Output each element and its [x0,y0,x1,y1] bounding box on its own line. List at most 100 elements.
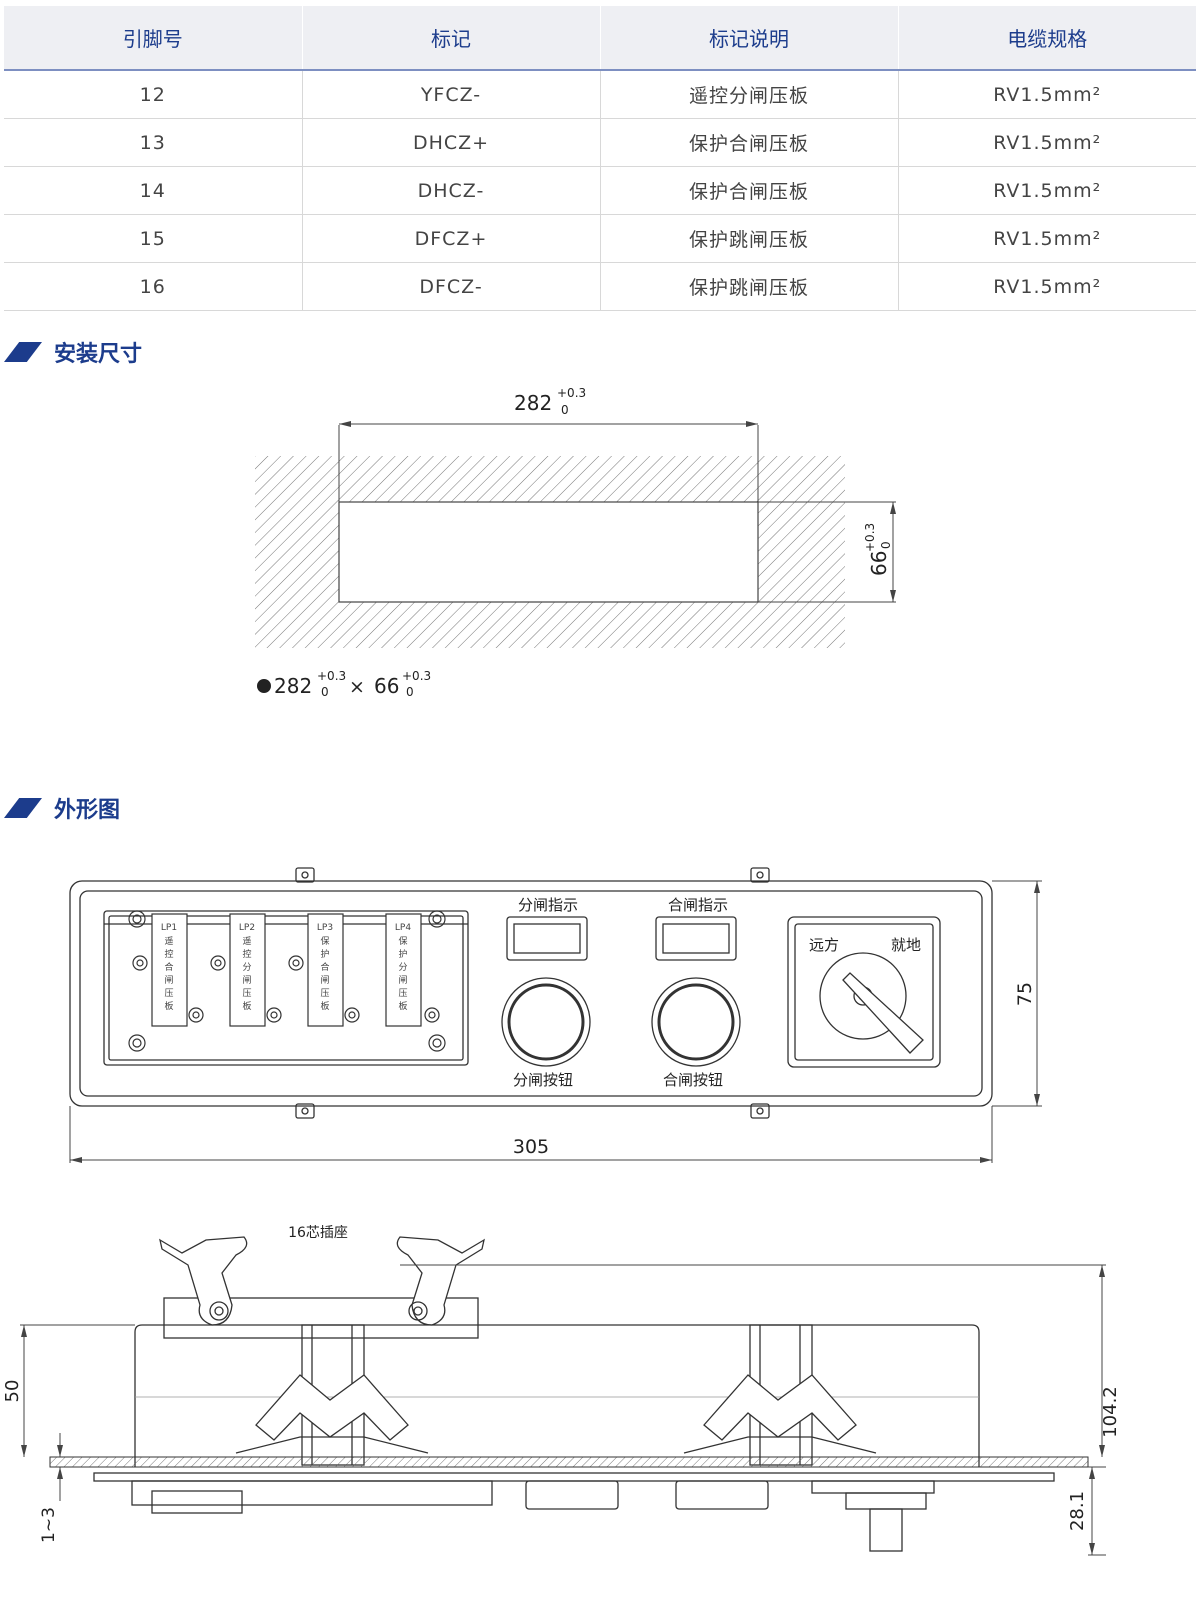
section-heading-outline: 外形图 [4,793,120,823]
arrow-icon [21,1445,27,1457]
cell-mark: DFCZ- [302,262,601,311]
svg-text:保: 保 [398,935,407,947]
plate-block [103,910,469,1066]
svg-text:板: 板 [164,1000,173,1012]
arrow-icon [57,1445,63,1457]
cutout-drawing: 282 +0.3 0 66 +0.3 0 282 +0.3 0 × 66 +0.… [255,386,896,699]
rear-button-right [675,1480,769,1510]
arrow-icon [1099,1265,1105,1277]
plate-lp3: LP3 保 护 合 闸 压 板 [307,913,344,1027]
plate-code: LP1 [161,923,177,933]
svg-text:护: 护 [320,948,329,960]
arrow-icon [339,421,351,427]
arrow-icon [746,421,758,427]
socket-latch-right [396,1236,485,1326]
svg-text:控: 控 [164,948,173,960]
height-dim-value: 75 [1014,982,1036,1006]
plate-lp1: LP1 遥 控 合 闸 压 板 [151,913,188,1027]
remote-label: 远方 [809,936,839,954]
trip-button [507,983,585,1061]
arrow-icon [1034,1094,1040,1106]
cell-cable: RV1.5mm² [898,214,1196,263]
cell-pin: 14 [4,166,303,215]
header-mark: 标记 [302,6,601,71]
bullet-icon [257,679,271,693]
cell-mark: DFCZ+ [302,214,601,263]
cell-desc: 保护跳闸压板 [600,214,899,263]
trip-button-outer [501,977,591,1067]
section-heading-mounting: 安装尺寸 [4,337,142,367]
cell-cable: RV1.5mm² [898,118,1196,167]
arrow-icon [70,1157,82,1163]
arrow-icon [1089,1467,1095,1479]
selector-knob [819,952,907,1040]
svg-text:板: 板 [320,1000,329,1012]
rear-block-left [131,1480,493,1506]
arrow-icon [890,502,896,514]
dim-281-value: 28.1 [1067,1491,1088,1531]
width-value: 282 [514,391,552,415]
arrow-icon [1089,1543,1095,1555]
arrow-icon [57,1467,63,1479]
trip-indicator-label: 分闸指示 [518,896,578,914]
svg-text:分: 分 [242,962,251,973]
trip-button-label: 分闸按钮 [513,1071,573,1089]
spec-height-tol-lower: 0 [406,685,414,699]
spec-width-tol-upper: +0.3 [317,669,346,683]
trip-indicator-window [513,923,581,954]
svg-text:闸: 闸 [242,975,251,986]
table-row: 13 DHCZ+ 保护合闸压板 RV1.5mm² [4,118,1196,167]
mounting-tab [750,1103,770,1119]
cell-pin: 13 [4,118,303,167]
close-button-outer [651,977,741,1067]
svg-text:压: 压 [164,988,173,999]
section-marker-icon [4,342,42,362]
table-row: 16 DFCZ- 保护跳闸压板 RV1.5mm² [4,262,1196,311]
mounting-tab [295,867,315,883]
plate-lp4: LP4 保 护 分 闸 压 板 [385,913,422,1027]
height-value: 66 [867,551,891,576]
width-dim-value: 305 [513,1136,549,1158]
mounting-tab [750,867,770,883]
rear-switch-shaft [869,1508,903,1552]
width-tol-lower: 0 [561,403,569,417]
selector-handle [842,972,924,1054]
cell-pin: 16 [4,262,303,311]
local-label: 就地 [891,936,921,954]
plate-lp2: LP2 遥 控 分 闸 压 板 [229,913,266,1027]
section-marker-icon [4,798,42,818]
dim-1042-value: 104.2 [1100,1386,1121,1438]
spec-times: × [349,676,365,698]
header-pin-no: 引脚号 [4,6,303,71]
dim-13-value: 1~3 [39,1507,59,1543]
cell-mark: YFCZ- [302,70,601,119]
svg-text:板: 板 [398,1000,407,1012]
side-view-drawing: 16芯插座 50 1~3 104.2 28.1 [2,1225,1121,1556]
table-row: 15 DFCZ+ 保护跳闸压板 RV1.5mm² [4,214,1196,263]
plate-code: LP4 [395,923,411,933]
arrow-icon [1034,881,1040,893]
close-button-label: 合闸按钮 [663,1071,723,1089]
spec-height: 66 [374,674,399,698]
mounting-panel [49,1456,1089,1468]
trip-indicator-frame [506,916,588,961]
pin-table: 引脚号 标记 标记说明 电缆规格 12 YFCZ- 遥控分闸压板 RV1.5mm… [4,6,1196,311]
section-title-mounting: 安装尺寸 [54,342,143,367]
svg-text:闸: 闸 [398,975,407,986]
spec-width-tol-lower: 0 [321,685,329,699]
svg-text:分: 分 [398,962,407,973]
header-cable-spec: 电缆规格 [898,6,1196,71]
cell-cable: RV1.5mm² [898,70,1196,119]
close-indicator-window [662,923,730,954]
svg-text:保: 保 [320,935,329,947]
arrow-icon [980,1157,992,1163]
housing-body [134,1324,980,1467]
plate-code: LP2 [239,923,255,933]
cell-cable: RV1.5mm² [898,262,1196,311]
height-tol-lower: 0 [879,541,893,549]
arrow-icon [1099,1445,1105,1457]
panel-outer-frame [69,880,993,1107]
header-mark-desc: 标记说明 [600,6,899,71]
svg-text:压: 压 [242,988,251,999]
cell-mark: DHCZ+ [302,118,601,167]
